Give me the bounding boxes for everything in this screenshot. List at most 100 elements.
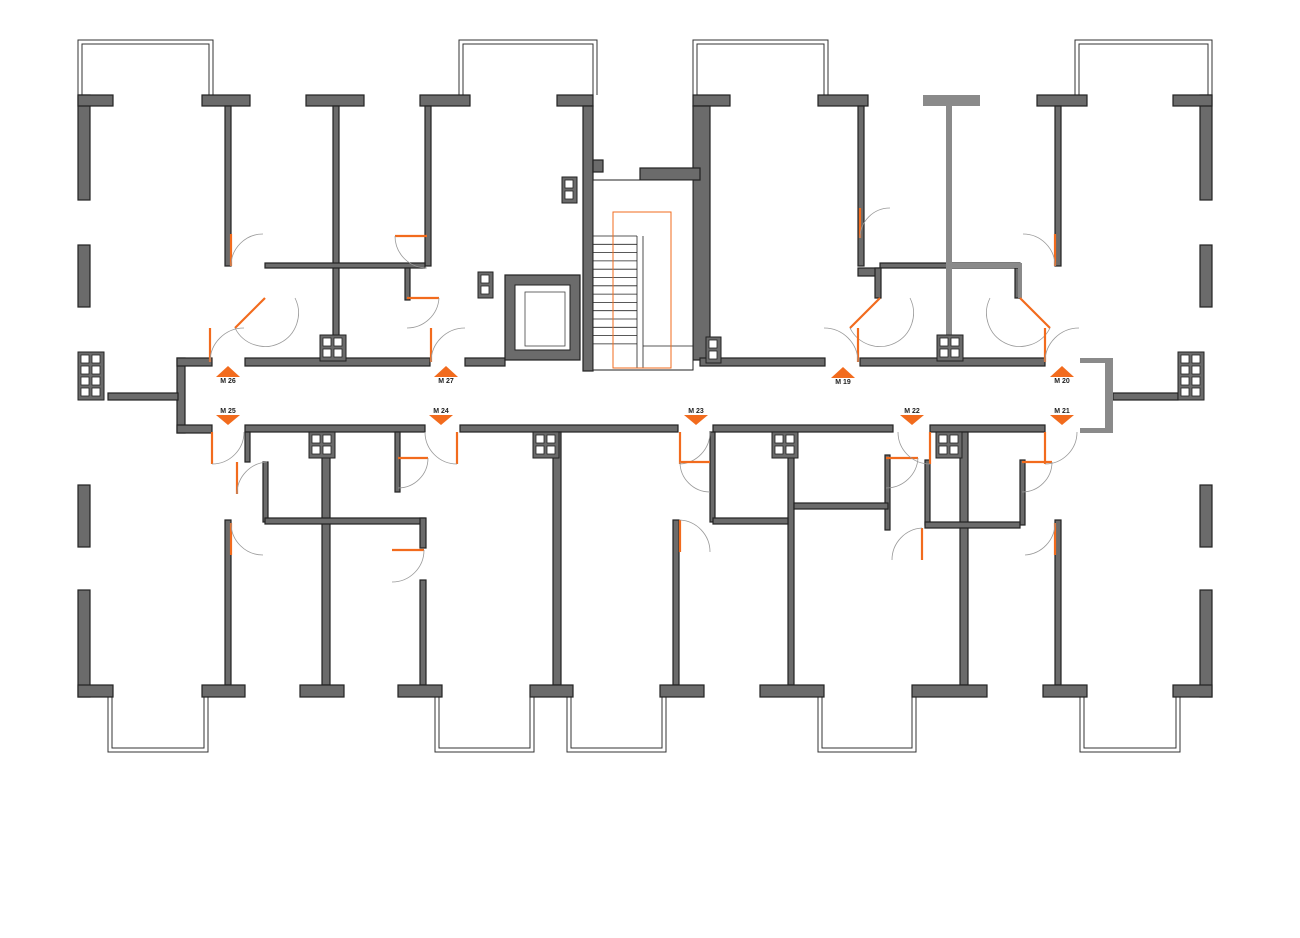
wall bbox=[952, 263, 1022, 268]
wall bbox=[321, 431, 331, 686]
duct bbox=[480, 274, 490, 284]
wall bbox=[1054, 105, 1062, 267]
balcony bbox=[1079, 697, 1181, 753]
duct bbox=[80, 387, 90, 397]
duct bbox=[1180, 365, 1190, 375]
wall bbox=[262, 461, 269, 523]
wall bbox=[592, 159, 604, 173]
wall bbox=[556, 94, 594, 107]
duct bbox=[939, 337, 949, 347]
duct bbox=[91, 354, 101, 364]
svg-text:M 22: M 22 bbox=[904, 408, 920, 415]
wall bbox=[176, 357, 213, 367]
doors bbox=[208, 207, 1080, 583]
wall bbox=[946, 106, 952, 360]
wall bbox=[419, 579, 427, 686]
duct bbox=[546, 434, 556, 444]
duct bbox=[774, 434, 784, 444]
marker-m23[interactable]: M 23 bbox=[684, 408, 708, 425]
wall bbox=[1042, 684, 1088, 698]
marker-m20[interactable]: M 20 bbox=[1050, 366, 1074, 385]
door-swing bbox=[823, 327, 859, 363]
duct bbox=[322, 434, 332, 444]
wall bbox=[201, 684, 246, 698]
wall bbox=[1199, 589, 1213, 698]
wall bbox=[692, 94, 731, 107]
duct bbox=[1180, 376, 1190, 386]
wall bbox=[692, 105, 711, 361]
duct bbox=[939, 348, 949, 358]
wall bbox=[874, 267, 882, 299]
wall bbox=[1199, 244, 1213, 308]
wall bbox=[529, 684, 574, 698]
wall bbox=[857, 105, 865, 267]
wall bbox=[1172, 94, 1213, 107]
door-swing bbox=[679, 461, 711, 493]
wall bbox=[244, 431, 251, 463]
wall bbox=[77, 94, 114, 107]
wall bbox=[1080, 428, 1110, 433]
duct bbox=[1180, 354, 1190, 364]
balcony bbox=[434, 697, 535, 753]
wall bbox=[1019, 459, 1026, 526]
duct bbox=[546, 445, 556, 455]
door-swing bbox=[394, 235, 428, 269]
wall bbox=[911, 684, 988, 698]
wall bbox=[77, 94, 91, 201]
wall bbox=[959, 431, 969, 686]
stair-elevator-core bbox=[504, 179, 694, 371]
duct bbox=[774, 445, 784, 455]
door-swing bbox=[406, 297, 440, 329]
marker-m27[interactable]: M 27 bbox=[434, 366, 458, 385]
door-swing bbox=[397, 457, 429, 489]
wall bbox=[1199, 484, 1213, 548]
duct bbox=[1191, 376, 1201, 386]
svg-text:M 19: M 19 bbox=[835, 379, 851, 386]
balcony bbox=[1074, 39, 1213, 95]
marker-m24[interactable]: M 24 bbox=[429, 408, 453, 425]
duct bbox=[938, 445, 948, 455]
duct bbox=[80, 354, 90, 364]
marker-m26[interactable]: M 26 bbox=[216, 366, 240, 385]
door-swing bbox=[391, 549, 425, 583]
wall bbox=[1080, 358, 1110, 363]
balcony bbox=[566, 697, 667, 753]
wall bbox=[176, 424, 213, 434]
wall bbox=[929, 424, 1046, 433]
duct bbox=[708, 350, 718, 360]
door-swing bbox=[986, 297, 1051, 347]
door-swing bbox=[1044, 327, 1080, 363]
duct bbox=[785, 445, 795, 455]
wall bbox=[424, 105, 432, 267]
duct bbox=[938, 434, 948, 444]
balcony bbox=[817, 697, 917, 753]
wall bbox=[459, 424, 679, 433]
wall bbox=[394, 431, 401, 493]
duct bbox=[480, 285, 490, 295]
door-swing bbox=[859, 207, 891, 239]
duct bbox=[322, 337, 332, 347]
wall bbox=[1018, 268, 1022, 298]
duct bbox=[80, 376, 90, 386]
balcony bbox=[77, 39, 214, 95]
balconies bbox=[77, 39, 1213, 753]
wall bbox=[77, 684, 114, 698]
wall bbox=[793, 502, 889, 510]
duct bbox=[311, 434, 321, 444]
marker-m21[interactable]: M 21 bbox=[1050, 408, 1074, 425]
wall bbox=[1112, 392, 1179, 401]
duct bbox=[1191, 354, 1201, 364]
marker-m22[interactable]: M 22 bbox=[900, 408, 924, 425]
door-swing bbox=[1024, 522, 1056, 556]
door-swing bbox=[679, 519, 711, 553]
svg-text:M 27: M 27 bbox=[438, 378, 454, 385]
svg-text:M 25: M 25 bbox=[220, 408, 236, 415]
wall bbox=[264, 517, 426, 525]
marker-m19[interactable]: M 19 bbox=[831, 367, 855, 386]
duct bbox=[80, 365, 90, 375]
duct bbox=[322, 348, 332, 358]
marker-m25[interactable]: M 25 bbox=[216, 408, 240, 425]
duct bbox=[333, 337, 343, 347]
wall bbox=[1172, 684, 1213, 698]
duct bbox=[333, 348, 343, 358]
